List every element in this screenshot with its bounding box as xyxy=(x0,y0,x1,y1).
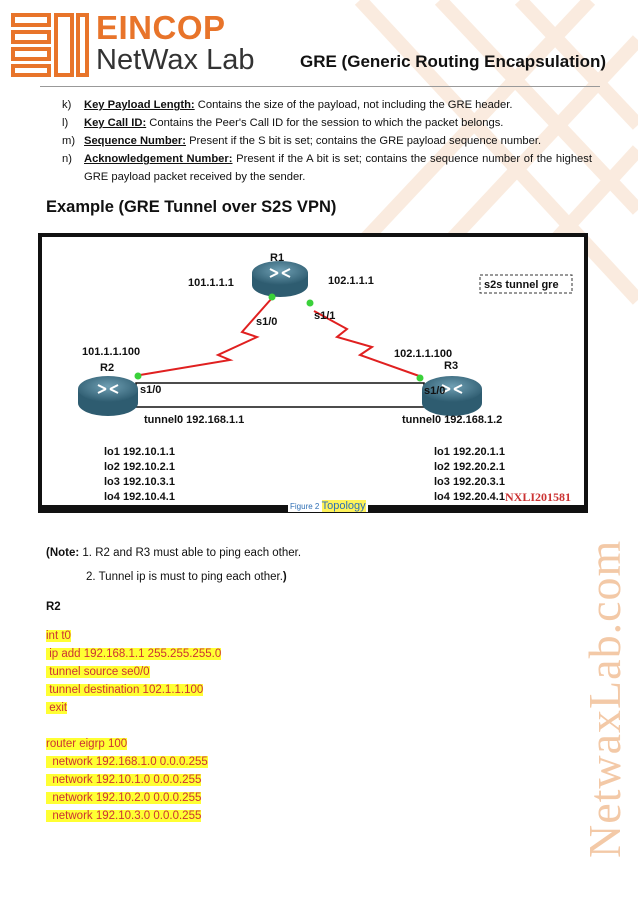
note-close: ) xyxy=(282,571,287,583)
r1-label: R1 xyxy=(270,252,284,264)
section-heading: Example (GRE Tunnel over S2S VPN) xyxy=(46,198,337,216)
router-r1-icon xyxy=(252,261,308,297)
topology-figure: R1 101.1.1.1 102.1.1.1 s1/0 s1/1 s2s tun… xyxy=(38,233,588,513)
config-line: tunnel source se0/0 xyxy=(46,666,150,678)
note-line-1: (Note: 1. R2 and R3 must able to ping ea… xyxy=(46,544,301,562)
config-line: network 192.10.1.0 0.0.0.255 xyxy=(46,774,202,786)
r2-tunnel-label: tunnel0 192.168.1.1 xyxy=(144,414,244,426)
header-divider xyxy=(40,86,600,87)
r3-tunnel-label: tunnel0 192.168.1.2 xyxy=(402,414,502,426)
link-r1-r2 xyxy=(139,288,281,376)
figure-caption-prefix: Figure 2 xyxy=(290,502,320,511)
note-prefix: (Note: xyxy=(46,547,80,559)
config-line: ​ xyxy=(46,717,221,735)
r3-label: R3 xyxy=(444,360,458,372)
r1-right-ip: 102.1.1.1 xyxy=(328,275,374,287)
r2-ip-label: 101.1.1.100 xyxy=(82,346,140,358)
r2-loopback: lo3 192.10.3.1 xyxy=(104,476,175,488)
r3-ip-label: 102.1.1.100 xyxy=(394,348,452,360)
config-line: network 192.168.1.0 0.0.0.255 xyxy=(46,756,208,768)
list-marker: l) xyxy=(62,117,69,129)
config-line: network 192.10.3.0 0.0.0.255 xyxy=(46,810,202,822)
topology-diagram: R1 101.1.1.1 102.1.1.1 s1/0 s1/1 s2s tun… xyxy=(78,252,573,503)
list-term: Key Call ID: xyxy=(84,117,147,129)
figure-caption: Figure 2 Topology xyxy=(288,500,368,512)
list-marker: m) xyxy=(62,135,76,147)
config-line: int t0 xyxy=(46,630,71,642)
config-heading: R2 xyxy=(46,601,61,613)
list-text: Contains the Peer's Call ID for the sess… xyxy=(146,117,504,129)
list-marker: k) xyxy=(62,99,72,111)
figure-watermark: NXLI201581 xyxy=(505,490,572,504)
r3-loopback: lo4 192.20.4.1 xyxy=(434,491,505,503)
figure-canvas: R1 101.1.1.1 102.1.1.1 s1/0 s1/1 s2s tun… xyxy=(42,237,584,505)
r2-s10-label: s1/0 xyxy=(140,384,161,396)
interface-dot xyxy=(268,293,276,301)
page-header: EINCOP NetWax Lab GRE (Generic Routing E… xyxy=(0,0,638,90)
s2s-label-box xyxy=(479,274,573,294)
config-line: exit xyxy=(46,702,68,714)
note-text-1: 1. R2 and R3 must able to ping each othe… xyxy=(79,547,302,559)
list-item: k) Key Payload Length: Contains the size… xyxy=(62,96,592,114)
list-text: Present if the S bit is set; contains th… xyxy=(185,135,542,147)
list-item: m) Sequence Number: Present if the S bit… xyxy=(62,132,592,150)
config-line: network 192.10.2.0 0.0.0.255 xyxy=(46,792,202,804)
router-r2-icon xyxy=(78,376,138,416)
list-term: Key Payload Length: xyxy=(84,99,195,111)
list-text: Present if the A bit is set; contains th… xyxy=(84,153,592,183)
eincop-logo-icon xyxy=(11,13,89,77)
s2s-label: s2s tunnel gre xyxy=(484,279,559,291)
config-line: router eigrp 100 xyxy=(46,738,128,750)
config-line: ip add 192.168.1.1 255.255.255.0 xyxy=(46,648,222,660)
side-watermark: NetwaxLab.com xyxy=(579,539,630,858)
r2-loopback: lo4 192.10.4.1 xyxy=(104,491,175,503)
config-line: tunnel destination 102.1.1.100 xyxy=(46,684,204,696)
r2-loopback: lo2 192.10.2.1 xyxy=(104,461,175,473)
document-title: GRE (Generic Routing Encapsulation) xyxy=(300,52,607,71)
r2-loopback: lo1 192.10.1.1 xyxy=(104,446,175,458)
r1-left-ip: 101.1.1.1 xyxy=(188,277,234,289)
note-line-2: 2. Tunnel ip is must to ping each other.… xyxy=(86,571,287,583)
list-item: l) Key Call ID: Contains the Peer's Call… xyxy=(62,114,592,132)
list-marker: n) xyxy=(62,153,72,165)
link-r1-r3 xyxy=(313,310,423,378)
note-text-2: 2. Tunnel ip is must to ping each other. xyxy=(86,571,283,583)
list-item: n) Acknowledgement Number: Present if th… xyxy=(62,150,592,186)
brand-name-top: EINCOP xyxy=(96,9,226,46)
r3-loopback: lo3 192.20.3.1 xyxy=(434,476,505,488)
interface-dot xyxy=(134,372,142,380)
list-term: Acknowledgement Number: xyxy=(84,153,233,165)
r3-loopback: lo2 192.20.2.1 xyxy=(434,461,505,473)
config-block: int t0 ip add 192.168.1.1 255.255.255.0 … xyxy=(46,627,222,825)
r3-loopback: lo1 192.20.1.1 xyxy=(434,446,505,458)
list-term: Sequence Number: xyxy=(84,135,186,147)
router-r3-icon xyxy=(422,376,482,416)
r3-s10-label: s1/0 xyxy=(424,385,445,397)
interface-dot xyxy=(306,299,314,307)
r2-label: R2 xyxy=(100,362,114,374)
figure-caption-text: Topology xyxy=(321,500,366,512)
r1-s10-label: s1/0 xyxy=(256,316,277,328)
interface-dot xyxy=(416,374,424,382)
list-text: Contains the size of the payload, not in… xyxy=(194,99,513,111)
brand-name-bottom: NetWax Lab xyxy=(96,44,255,76)
gre-field-list: k) Key Payload Length: Contains the size… xyxy=(62,96,592,186)
tunnel-box xyxy=(135,382,425,408)
r1-s11-label: s1/1 xyxy=(314,310,335,322)
